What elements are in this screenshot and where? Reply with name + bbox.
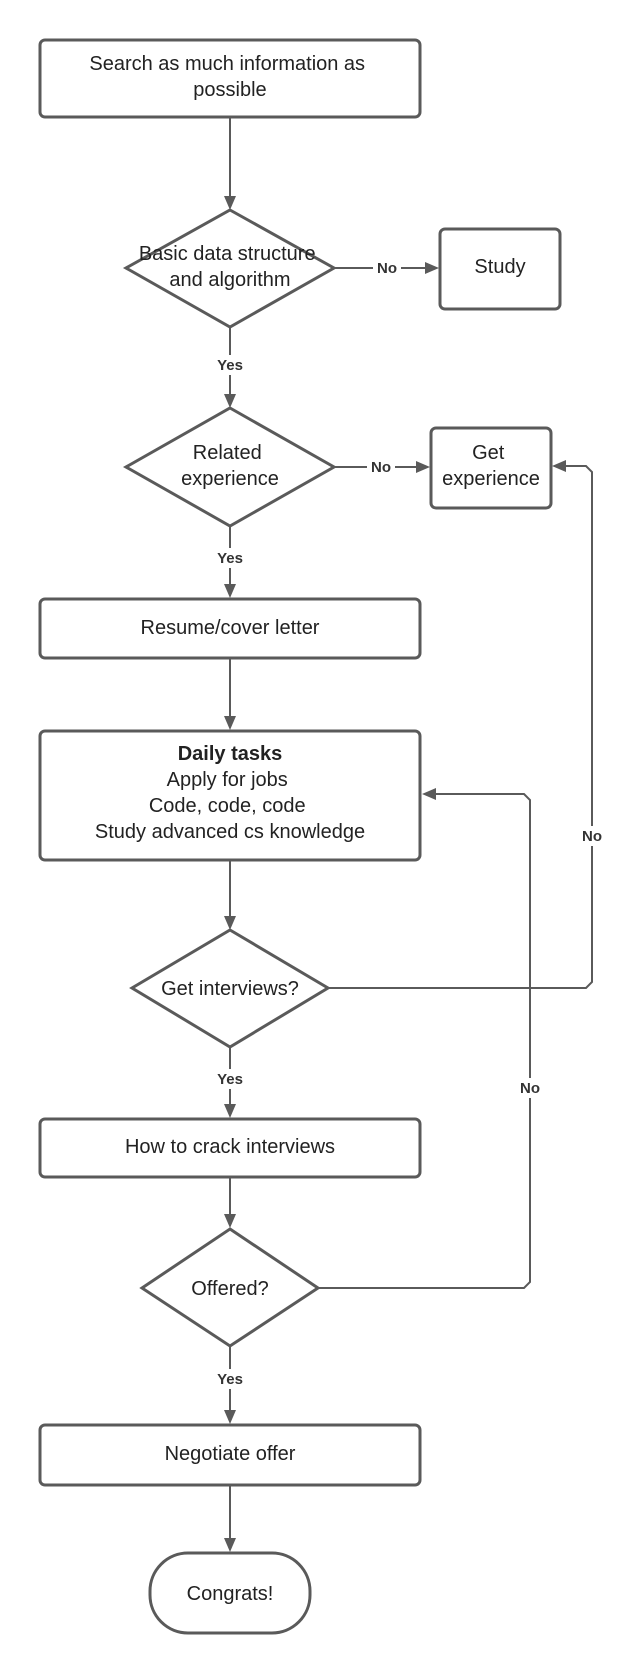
decision-basic-ds-line-2: and algorithm bbox=[169, 269, 290, 291]
node-search-line-1: Search as much information as bbox=[89, 53, 365, 75]
svg-text:Basic data structure and: Basic data structure and algorithm bbox=[139, 243, 321, 291]
arrowhead bbox=[224, 584, 236, 598]
node-daily-tasks: Daily tasks Apply for jobs Code, code, c… bbox=[38, 729, 422, 862]
edge-label-offered-yes: Yes bbox=[217, 1371, 243, 1388]
connectors bbox=[224, 118, 593, 1552]
arrowhead bbox=[224, 1538, 236, 1552]
edge-label-basic-no: No bbox=[377, 260, 397, 277]
edge-offered-to-daily bbox=[318, 793, 531, 1289]
arrowhead bbox=[224, 716, 236, 730]
arrowhead bbox=[224, 916, 236, 930]
terminal-congrats: Congrats! bbox=[148, 1551, 312, 1635]
node-get-experience-line-1: Get bbox=[472, 442, 505, 464]
svg-text:Apply for jobs Code, cod: Apply for jobs Code, code, code Study ad… bbox=[95, 769, 365, 843]
node-study: Study bbox=[438, 227, 562, 311]
arrowhead bbox=[224, 1214, 236, 1228]
edge-label-related-yes: Yes bbox=[217, 550, 243, 567]
edge-label-offered-no: No bbox=[520, 1080, 540, 1097]
node-search: Search as much information as possible bbox=[38, 38, 422, 119]
node-daily-line-3: Study advanced cs knowledge bbox=[95, 821, 365, 843]
decision-interviews-label: Get interviews? bbox=[161, 978, 299, 1000]
decision-interviews: Get interviews? bbox=[129, 928, 331, 1049]
node-daily-line-2: Code, code, code bbox=[149, 795, 306, 817]
node-crack: How to crack interviews bbox=[38, 1117, 422, 1179]
decision-related-line-2: experience bbox=[181, 468, 279, 490]
svg-text:Related experience: Related experience bbox=[181, 442, 279, 490]
decision-basic-ds-line-1: Basic data structure bbox=[139, 243, 316, 265]
node-resume-label: Resume/cover letter bbox=[141, 617, 320, 639]
svg-text:Get experience: Get experience bbox=[442, 442, 540, 490]
terminal-congrats-label: Congrats! bbox=[187, 1583, 274, 1605]
node-search-line-2: possible bbox=[193, 79, 266, 101]
arrowhead bbox=[224, 1410, 236, 1424]
arrowhead bbox=[552, 460, 566, 472]
decision-related-line-1: Related bbox=[193, 442, 262, 464]
arrowhead bbox=[224, 394, 236, 408]
node-get-experience-line-2: experience bbox=[442, 468, 540, 490]
decision-basic-ds: Basic data structure and algorithm bbox=[122, 208, 338, 329]
edge-label-related-no: No bbox=[371, 459, 391, 476]
arrowhead bbox=[416, 461, 430, 473]
edge-interviews-to-experience bbox=[328, 465, 593, 989]
node-crack-label: How to crack interviews bbox=[125, 1136, 335, 1158]
decision-related: Related experience bbox=[122, 406, 338, 528]
decision-offered-label: Offered? bbox=[191, 1278, 268, 1300]
node-study-label: Study bbox=[474, 256, 525, 278]
edge-label-basic-yes: Yes bbox=[217, 357, 243, 374]
node-daily-title: Daily tasks bbox=[178, 743, 283, 765]
node-daily-line-1: Apply for jobs bbox=[167, 769, 288, 791]
node-negotiate-label: Negotiate offer bbox=[165, 1443, 296, 1465]
node-negotiate: Negotiate offer bbox=[38, 1423, 422, 1487]
svg-text:Search as much information as: Search as much information as possible bbox=[89, 53, 370, 101]
edge-labels: No Yes No Yes No Yes No Yes bbox=[212, 258, 606, 1389]
arrowhead bbox=[422, 788, 436, 800]
edge-label-interviews-no: No bbox=[582, 828, 602, 845]
decision-offered: Offered? bbox=[139, 1227, 321, 1348]
arrowhead bbox=[224, 1104, 236, 1118]
edge-label-interviews-yes: Yes bbox=[217, 1071, 243, 1088]
node-resume: Resume/cover letter bbox=[38, 597, 422, 660]
arrowhead bbox=[224, 196, 236, 210]
node-get-experience: Get experience bbox=[429, 426, 553, 510]
arrowhead bbox=[425, 262, 439, 274]
